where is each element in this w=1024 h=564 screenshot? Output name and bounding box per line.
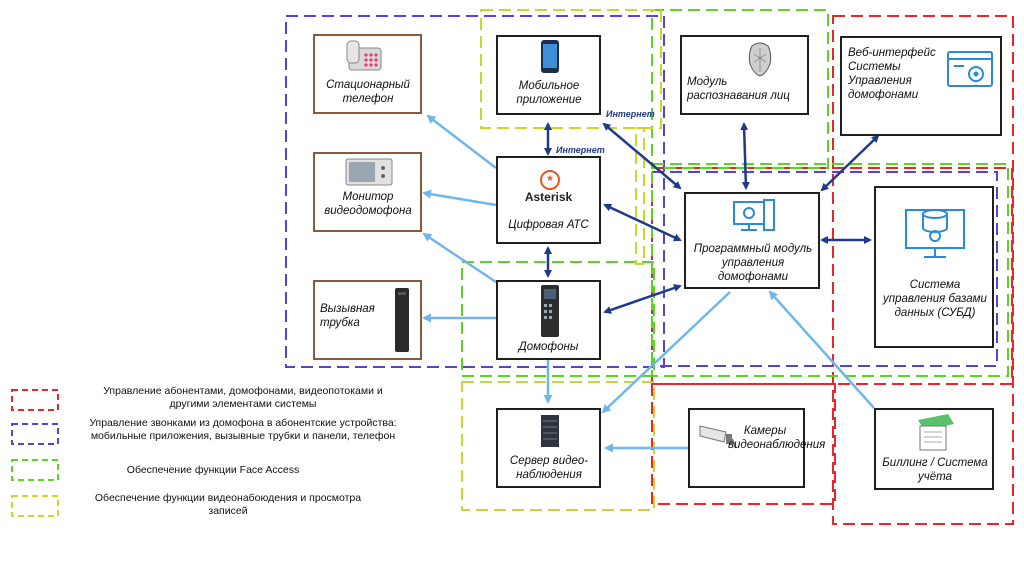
monitor-label: Монитор видеодомофона: [324, 191, 412, 217]
node-dbms: Система управления базами данных (СУБД): [874, 186, 994, 348]
node-billing: Биллинг / Система учёта: [874, 408, 994, 490]
asterisk-logo-icon: *: [540, 170, 560, 190]
cctv-camera-icon: [699, 425, 737, 449]
legend-text-green: Обеспечение функции Face Access: [126, 464, 300, 476]
region-green-mid: [651, 163, 1009, 377]
node-landline: Стационарный телефон: [313, 34, 422, 114]
arrow-pbx-module: [603, 203, 682, 242]
node-software-module: Программный модуль управления домофонами: [684, 192, 820, 289]
region-yellow-mid: [635, 127, 645, 265]
region-yellow-bottom: [461, 381, 655, 511]
video-server-label: Сервер видео-наблюдения: [509, 455, 589, 481]
node-pbx: * Asterisk Цифровая АТС: [496, 156, 601, 244]
asterisk-logo-text: Asterisk: [524, 190, 573, 204]
region-green-top: [651, 9, 829, 169]
region-red-bottom: [651, 383, 836, 505]
face-module-label: Модуль распознавания лиц: [687, 76, 790, 102]
region-purple-calls: [285, 15, 665, 368]
svg-text:*: *: [547, 172, 553, 188]
mobile-app-label: Мобильное приложение: [516, 80, 582, 106]
arrow-mobile-module: [602, 122, 682, 190]
legend-text-yellow: Обеспечение функции видеонабоюдения и пр…: [94, 492, 362, 517]
arrow-module-web: [820, 134, 880, 192]
cameras-label: Камеры видеонаблюдения: [728, 425, 826, 451]
pbx-label: Цифровая АТС: [508, 219, 589, 231]
computer-settings-icon: [733, 199, 775, 231]
internet-label-2: Интернет: [556, 145, 605, 155]
intercoms-label: Домофоны: [518, 341, 579, 353]
video-monitor-icon: [345, 158, 393, 186]
legend-swatch-red: [11, 389, 59, 411]
arrow-pbx-monitor: [422, 189, 497, 207]
legend-swatch-green: [11, 459, 59, 481]
node-mobile-app: Мобильное приложение: [496, 35, 601, 115]
legend-swatch-yellow: [11, 495, 59, 517]
billing-label: Биллинг / Система учёта: [882, 457, 988, 483]
node-face-module: Модуль распознавания лиц: [680, 35, 809, 115]
internet-label-1: Интернет: [606, 109, 655, 119]
server-rack-icon: [541, 415, 559, 447]
node-video-server: Сервер видео-наблюдения: [496, 408, 601, 488]
handset-icon: [395, 288, 409, 352]
handset-label: Вызывная трубка: [320, 303, 375, 329]
phone-icon: [346, 40, 382, 71]
face-scan-icon: [748, 42, 772, 77]
legend-text-red: Управление абонентами, домофонами, видео…: [103, 385, 383, 410]
web-ui-label: Веб-интерфейс Системы Управления домофон…: [848, 47, 936, 101]
node-handset: Вызывная трубка: [313, 280, 422, 360]
software-module-label: Программный модуль управления домофонами: [693, 243, 813, 283]
arrow-module-server: [601, 291, 731, 414]
legend-text-purple: Управление звонками из домофона в абонен…: [89, 417, 397, 442]
arrow-billing-module: [768, 290, 875, 409]
database-server-icon: [905, 209, 965, 258]
arrow-intercom-module: [603, 284, 682, 314]
dbms-label: Система управления базами данных (СУБД): [883, 279, 987, 319]
arrow-intercom-monitor: [422, 232, 497, 284]
smartphone-icon: [541, 40, 559, 73]
arrow-pbx-landline: [426, 114, 497, 169]
arrow-face-module: [740, 122, 750, 190]
node-cameras: Камеры видеонаблюдения: [688, 408, 826, 488]
billing-document-icon: [918, 414, 954, 451]
legend-swatch-purple: [11, 423, 59, 445]
node-monitor: Монитор видеодомофона: [313, 152, 422, 232]
region-green-left: [461, 261, 655, 377]
region-yellow-top: [480, 9, 662, 129]
node-intercoms: Домофоны: [496, 280, 601, 360]
node-web-ui: Веб-интерфейс Системы Управления домофон…: [840, 36, 1002, 136]
landline-label: Стационарный телефон: [326, 79, 410, 105]
browser-settings-icon: [947, 51, 993, 87]
intercom-panel-icon: [541, 285, 559, 337]
